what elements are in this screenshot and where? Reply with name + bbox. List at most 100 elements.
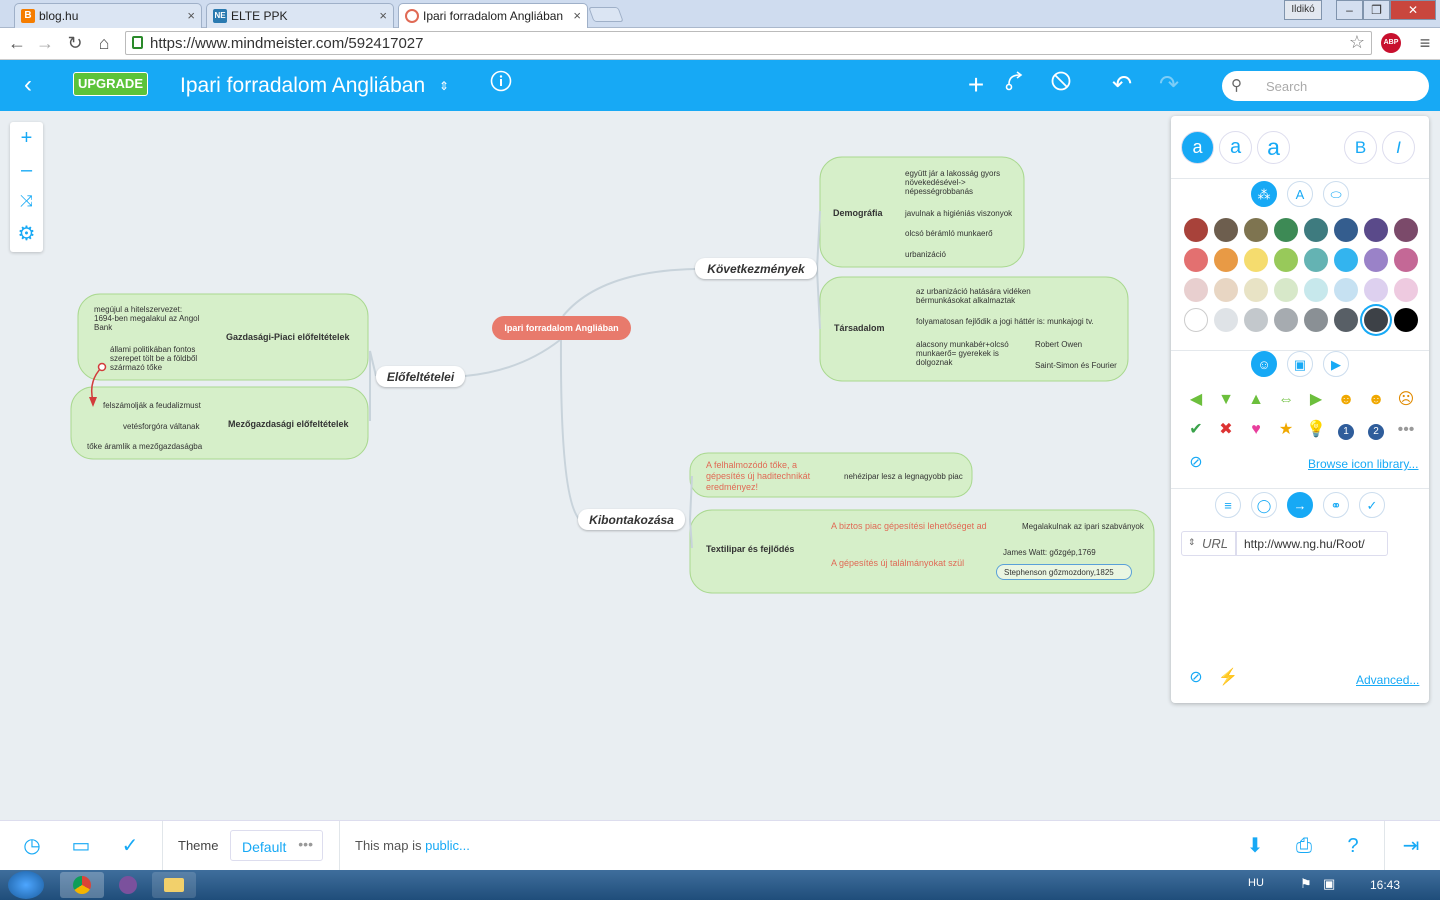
link-tab[interactable]: → xyxy=(1287,492,1313,518)
minimize-icon[interactable]: – xyxy=(1336,0,1363,20)
tab-blog[interactable]: B blog.hu × xyxy=(14,3,202,28)
delete-icon[interactable] xyxy=(1046,70,1076,100)
node-note[interactable]: nehézipar lesz a legnagyobb piac xyxy=(844,472,963,481)
adblock-icon[interactable]: ABP xyxy=(1381,33,1401,53)
search-box[interactable]: ⚲ Search xyxy=(1222,71,1429,101)
color-swatch[interactable] xyxy=(1244,308,1268,332)
color-swatch[interactable] xyxy=(1274,248,1298,272)
info-icon[interactable] xyxy=(486,70,516,100)
emoji-tab[interactable]: ☺ xyxy=(1251,351,1277,377)
color-swatch[interactable] xyxy=(1304,308,1328,332)
color-swatch[interactable] xyxy=(1334,218,1358,242)
more-icons-icon[interactable]: ••• xyxy=(1397,421,1415,438)
new-tab-button[interactable] xyxy=(588,7,624,22)
node-textilipar-sub2[interactable]: A gépesítés új találmányokat szül xyxy=(831,558,965,568)
root-node[interactable]: Ipari forradalom Angliában xyxy=(492,316,631,340)
notes-tab[interactable]: ≡ xyxy=(1215,492,1241,518)
url-type-select[interactable]: ⇕ URL xyxy=(1181,531,1236,556)
comments-tab[interactable]: ◯ xyxy=(1251,492,1277,518)
print-icon[interactable]: ⎙ xyxy=(1296,835,1312,857)
node-mezogazdasagi[interactable]: Mezőgazdasági előfeltételek xyxy=(228,419,349,429)
language-indicator[interactable]: HU xyxy=(1248,877,1264,889)
lightbulb-icon[interactable]: 💡 xyxy=(1306,421,1326,438)
start-button[interactable] xyxy=(8,871,44,899)
center-map-icon[interactable]: ⤨ xyxy=(20,193,33,210)
tasks-check-icon[interactable]: ✓ xyxy=(121,835,139,857)
help-icon[interactable]: ? xyxy=(1347,835,1359,857)
network-icon[interactable]: ⚑ xyxy=(1300,876,1312,891)
arrow-leftright-icon[interactable]: ⇔ xyxy=(1278,391,1294,408)
smiley-neutral-icon[interactable]: ☻ xyxy=(1367,391,1385,408)
color-swatch[interactable] xyxy=(1364,248,1388,272)
forward-icon[interactable]: → xyxy=(36,33,54,53)
bold-button[interactable]: B xyxy=(1344,131,1377,164)
node-gazdasagi[interactable]: Gazdasági-Piaci előfeltételek xyxy=(226,332,350,342)
connect-icon[interactable] xyxy=(1000,70,1030,100)
color-swatch[interactable] xyxy=(1304,248,1328,272)
node-note[interactable]: folyamatosan fejlődik a jogi háttér is: … xyxy=(916,317,1094,326)
node-note[interactable]: együtt jár a lakosság gyors növekedéséve… xyxy=(905,169,1001,196)
shape-style-tab[interactable]: ⬭ xyxy=(1323,181,1349,207)
color-swatch[interactable] xyxy=(1184,248,1208,272)
arrow-right-icon[interactable]: ▶ xyxy=(1309,391,1323,408)
undo-icon[interactable]: ↶ xyxy=(1111,71,1133,98)
maximize-icon[interactable]: ❐ xyxy=(1363,0,1390,20)
arrow-left-icon[interactable]: ◀ xyxy=(1189,391,1203,408)
color-swatch[interactable] xyxy=(1334,278,1358,302)
node-note[interactable]: urbanizáció xyxy=(905,250,946,259)
explorer-taskbar-icon[interactable] xyxy=(152,872,196,898)
font-size-small-button[interactable]: a xyxy=(1181,131,1214,164)
public-link[interactable]: public... xyxy=(425,838,470,853)
close-icon[interactable]: × xyxy=(573,8,581,23)
image-tab[interactable]: ▣ xyxy=(1287,351,1313,377)
color-swatch[interactable] xyxy=(1394,278,1418,302)
color-style-tab[interactable]: ⁂ xyxy=(1251,181,1277,207)
number-two-icon[interactable]: 2 xyxy=(1365,419,1387,441)
magic-wand-icon[interactable]: ⚡ xyxy=(1218,669,1238,686)
video-tab[interactable]: ▶ xyxy=(1323,351,1349,377)
menu-icon[interactable]: ≡ xyxy=(1419,33,1431,53)
url-input[interactable]: http://www.ng.hu/Root/ xyxy=(1236,531,1388,556)
reload-icon[interactable]: ↻ xyxy=(67,33,83,53)
settings-gear-icon[interactable]: ⚙ xyxy=(17,223,36,245)
display-icon[interactable]: ▣ xyxy=(1323,876,1336,891)
history-icon[interactable]: ◷ xyxy=(23,835,41,857)
color-swatch[interactable] xyxy=(1394,308,1418,332)
back-icon[interactable]: ← xyxy=(8,33,26,53)
branch-kibontakozasa[interactable]: Kibontakozása xyxy=(578,509,685,530)
node-note[interactable]: alacsony munkabér+olcsó munkaerő= gyerek… xyxy=(916,340,1009,367)
color-swatch[interactable] xyxy=(1274,308,1298,332)
chrome-taskbar-icon[interactable] xyxy=(60,872,104,898)
viber-taskbar-icon[interactable] xyxy=(106,872,150,898)
node-tarsadalom[interactable]: Társadalom xyxy=(834,323,885,333)
color-swatch[interactable] xyxy=(1274,218,1298,242)
smiley-happy-icon[interactable]: ☻ xyxy=(1337,391,1355,408)
color-swatch[interactable] xyxy=(1244,278,1268,302)
color-swatch[interactable] xyxy=(1214,218,1238,242)
branch-elofeltetelei[interactable]: Előfeltételei xyxy=(376,366,465,387)
node-selected[interactable]: Stephenson gőzmozdony,1825 xyxy=(996,564,1132,580)
font-size-medium-button[interactable]: a xyxy=(1219,131,1252,164)
node-note[interactable]: Megalakulnak az ipari szabványok xyxy=(1022,522,1144,531)
branch-kovetkezmenyek[interactable]: Következmények xyxy=(695,258,817,279)
bookmark-star-icon[interactable]: ☆ xyxy=(1348,32,1365,52)
node-textilipar-sub1[interactable]: A biztos piac gépesítési lehetőséget ad xyxy=(831,521,987,531)
color-swatch[interactable] xyxy=(1184,308,1208,332)
map-title[interactable]: Ipari forradalom Angliában ⇕ xyxy=(180,74,449,98)
home-icon[interactable]: ⌂ xyxy=(98,33,110,53)
color-swatch[interactable] xyxy=(1394,248,1418,272)
text-style-tab[interactable]: A xyxy=(1287,181,1313,207)
clock[interactable]: 16:43 xyxy=(1370,878,1401,892)
number-one-icon[interactable]: 1 xyxy=(1335,419,1357,441)
exit-icon[interactable]: ⇥ xyxy=(1402,835,1420,857)
smiley-sad-icon[interactable]: ☹ xyxy=(1397,391,1415,408)
font-size-large-button[interactable]: a xyxy=(1257,131,1290,164)
remove-link-icon[interactable]: ⊘ xyxy=(1189,669,1203,686)
clear-icon-icon[interactable]: ⊘ xyxy=(1189,454,1203,471)
task-tab[interactable]: ✓ xyxy=(1359,492,1385,518)
node-note[interactable]: felszámolják a feudalizmust xyxy=(103,401,201,410)
node-note[interactable]: megújul a hitelszervezet: 1694-ben megal… xyxy=(94,305,200,332)
url-bar[interactable]: https://www.mindmeister.com/592417027 ☆ xyxy=(125,31,1372,55)
color-swatch[interactable] xyxy=(1244,218,1268,242)
node-note[interactable]: az urbanizáció hatására vidéken bérmunká… xyxy=(916,287,1031,305)
